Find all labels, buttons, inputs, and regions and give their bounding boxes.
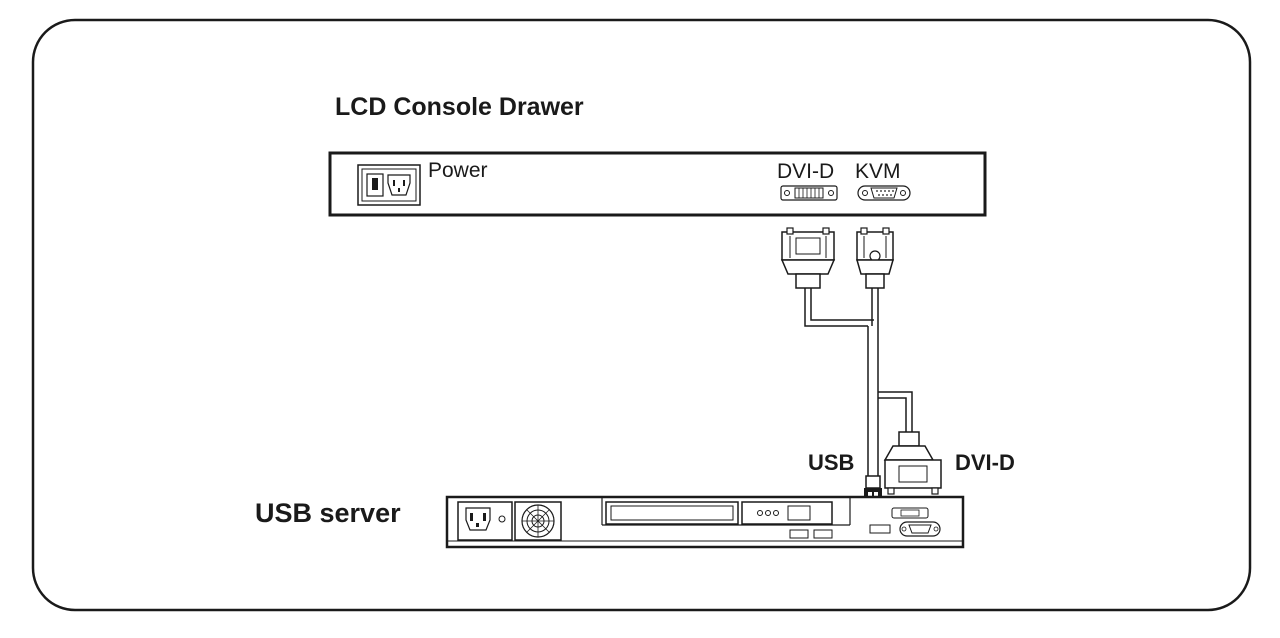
dvi-cable-plug-top: [780, 227, 836, 289]
lcd-drawer-panel: Power DVI-D KVM: [328, 151, 987, 217]
usb-ports-lower: [789, 524, 891, 539]
psu-inlet-icon: [457, 501, 513, 541]
cable-lines: [804, 288, 913, 478]
kvm-cable-plug-top: [856, 227, 894, 289]
dvi-cable-plug-bottom: [883, 431, 942, 495]
power-label: Power: [428, 159, 488, 182]
fan-icon: [514, 501, 562, 541]
server-vga-port-icon: [899, 521, 941, 537]
kvm-port-icon: [857, 185, 911, 201]
drawer-kvm-label: KVM: [855, 160, 901, 183]
dvi-port-icon: [780, 185, 838, 201]
drawer-dvi-label: DVI-D: [777, 160, 834, 183]
outer-frame: [31, 18, 1252, 612]
server-dvi-port-icon: [891, 507, 929, 519]
expansion-slot: [601, 497, 851, 526]
drawer-title: LCD Console Drawer: [335, 93, 584, 121]
server-label: USB server: [255, 498, 401, 528]
usb-label: USB: [808, 450, 854, 475]
power-inlet-icon: [357, 164, 421, 206]
server-dvi-label: DVI-D: [955, 450, 1015, 475]
usb-server-chassis: [445, 495, 965, 549]
